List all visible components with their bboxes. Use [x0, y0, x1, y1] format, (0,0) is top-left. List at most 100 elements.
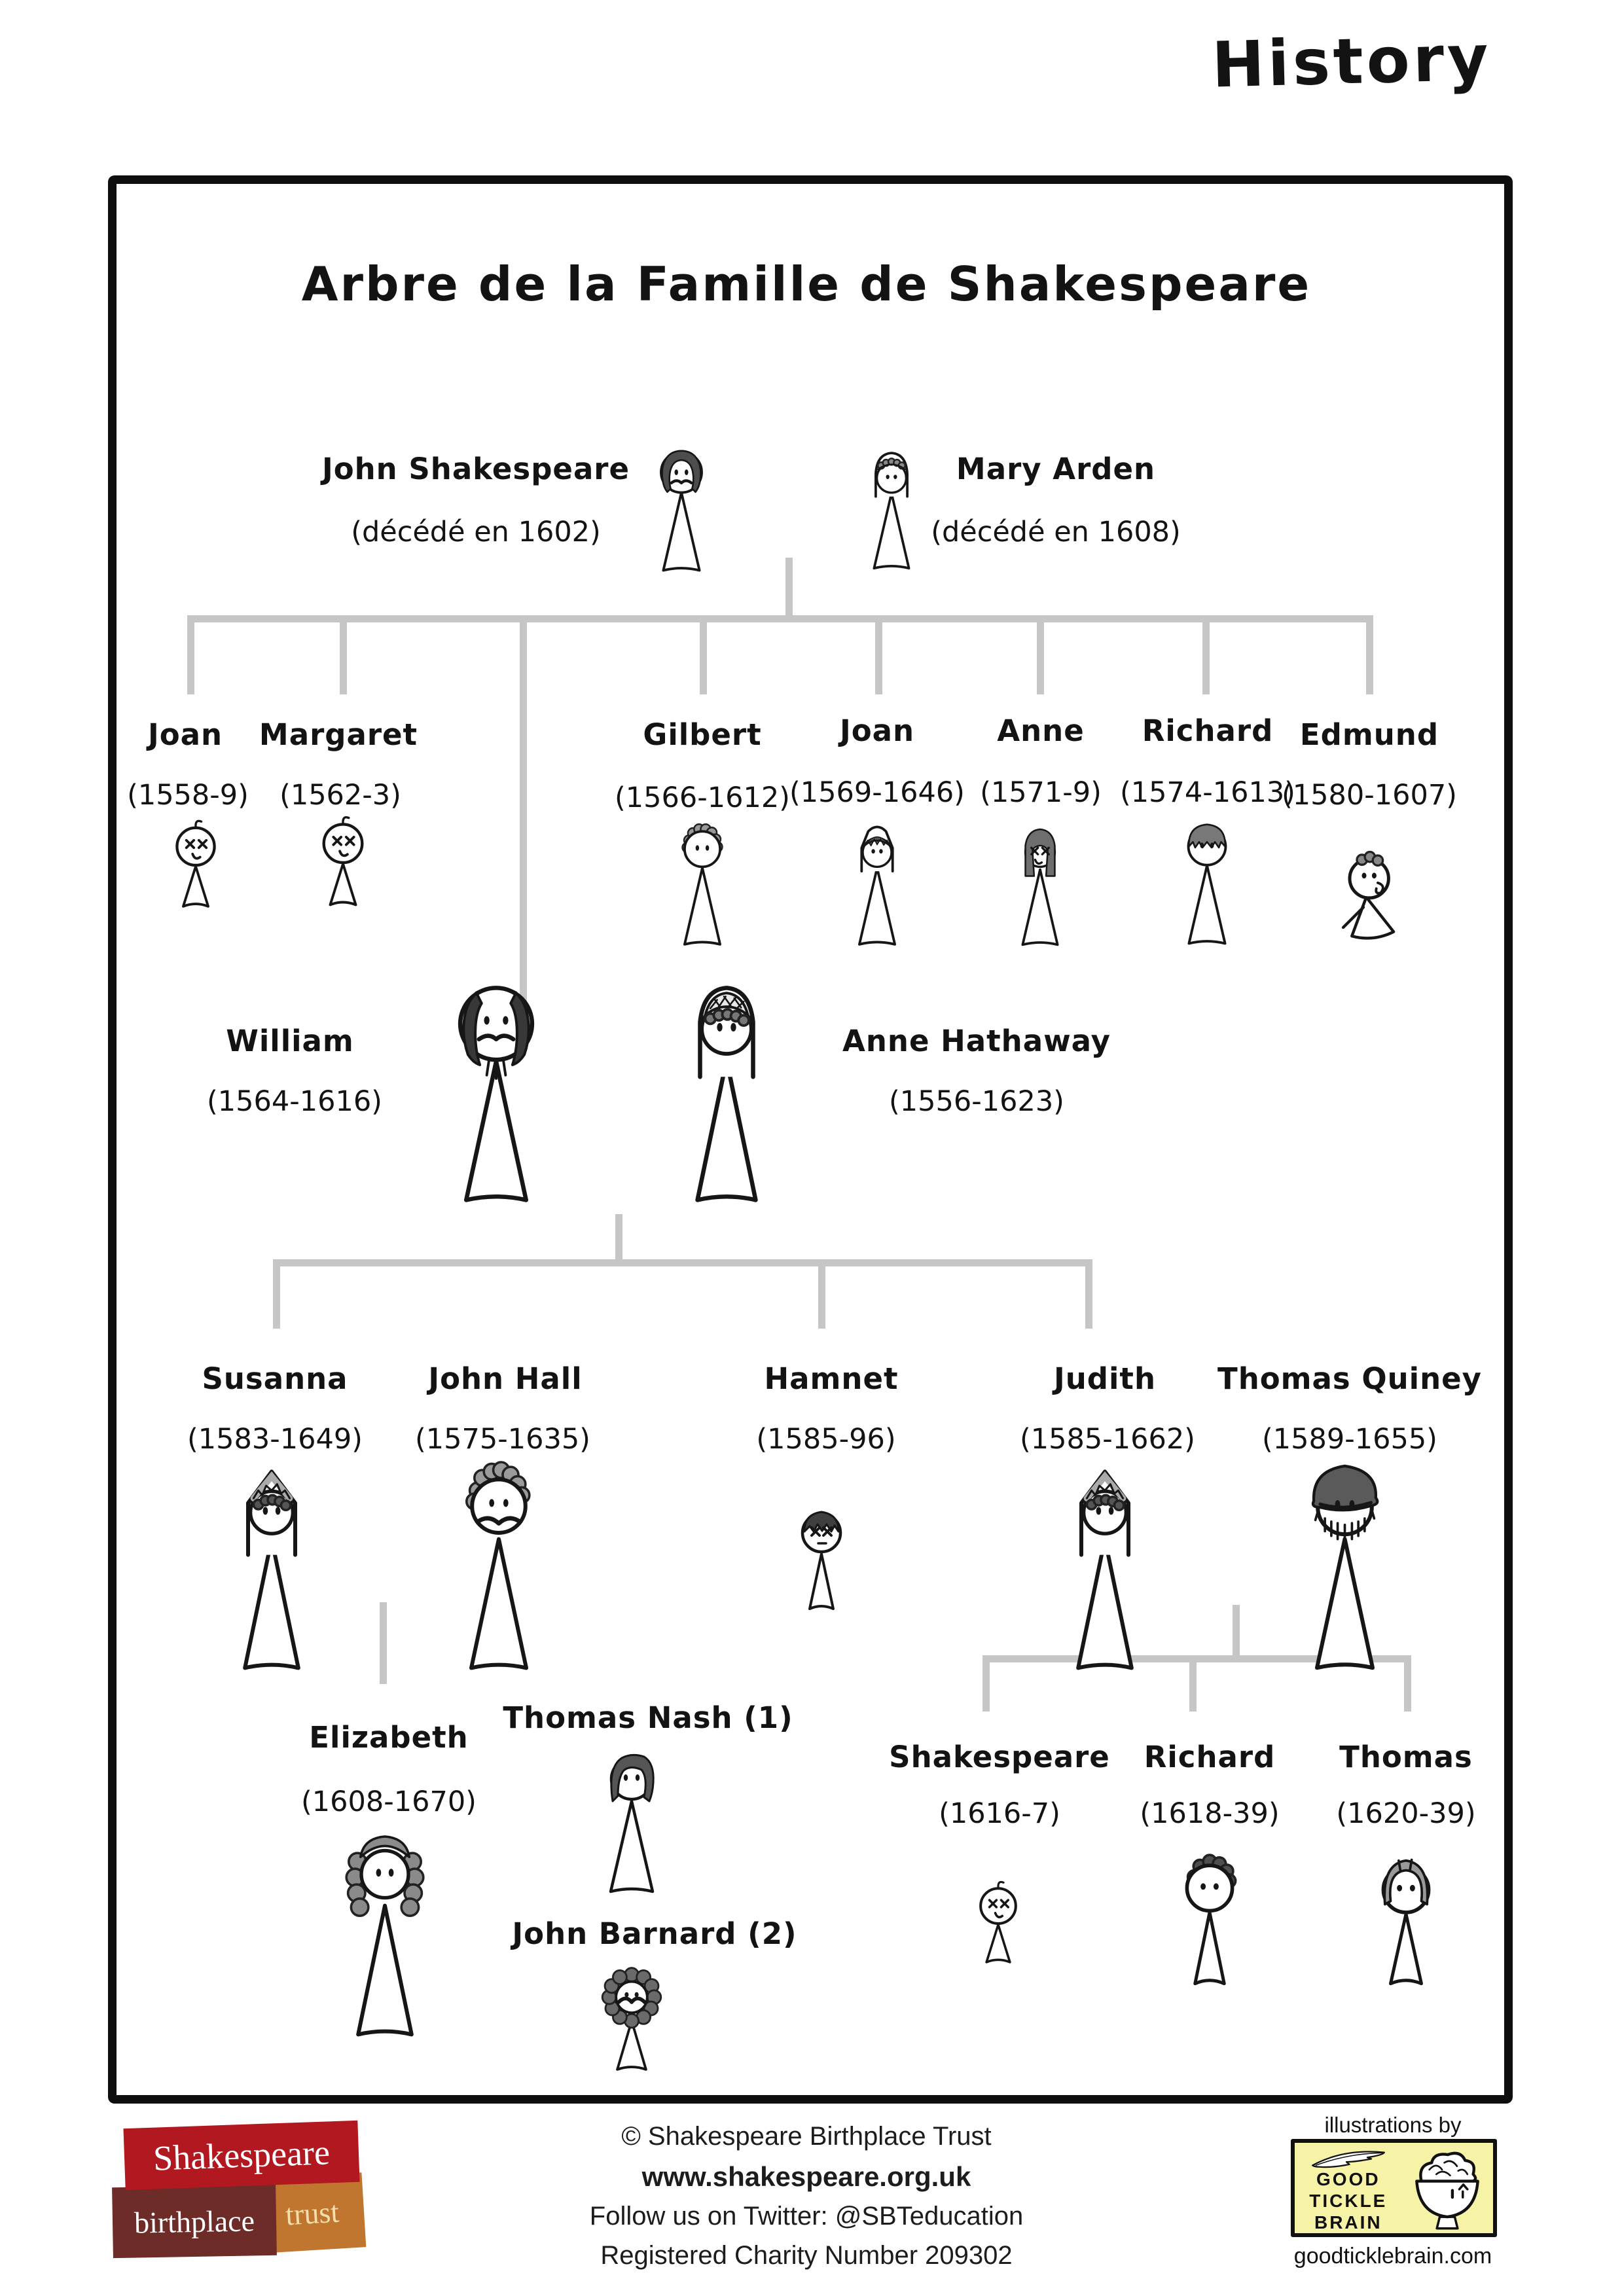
stick-figure-shakespeare-jr	[965, 1873, 1031, 1973]
person-name-richard-sr: Richard	[1142, 713, 1274, 748]
person-dates-richard-sr: (1574-1613)	[1120, 776, 1295, 809]
connector-drop-anne	[1037, 622, 1044, 694]
person-name-judith: Judith	[1054, 1361, 1156, 1396]
gtb-url-link[interactable]: goodticklebrain.com	[1293, 2244, 1492, 2269]
person-dates-margaret: (1562-3)	[279, 779, 401, 812]
connector-drop-shakespeare-jr	[982, 1662, 990, 1712]
person-dates-william: (1564-1616)	[207, 1085, 382, 1118]
ringlets-woman-figure	[345, 1835, 425, 2037]
dead-boy-figure	[801, 1511, 842, 1610]
person-name-anne-hathaway: Anne Hathaway	[842, 1024, 1111, 1058]
person-name-thomas-nash: Thomas Nash (1)	[503, 1700, 793, 1735]
connector-drop-joan2	[875, 622, 882, 694]
person-name-hamnet: Hamnet	[764, 1361, 899, 1396]
sbt-logo-birthplace-block: birthplace	[112, 2184, 277, 2259]
person-dates-john-shakespeare: (décédé en 1602)	[351, 516, 601, 548]
person-dates-gilbert: (1566-1612)	[615, 781, 790, 814]
stick-figure-susanna	[213, 1454, 331, 1682]
connector-drop-richard-jr	[1189, 1662, 1197, 1712]
big-beard-man-figure	[601, 1967, 662, 2071]
hooded-wreath-woman-figure	[243, 1469, 300, 1670]
dead-girl-figure	[1021, 828, 1059, 946]
sbt-logo-trust-label: trust	[284, 2195, 340, 2231]
woman-hood-figure	[873, 452, 910, 570]
person-dates-susanna: (1583-1649)	[187, 1423, 363, 1456]
sbt-logo-shakespeare-block: Shakespeare	[123, 2120, 360, 2191]
person-name-thomas-jr: Thomas	[1339, 1740, 1473, 1774]
person-name-joan-1: Joan	[147, 717, 223, 752]
connector-drop-judith	[1085, 1266, 1092, 1329]
gtb-caption: illustrations by	[1324, 2113, 1462, 2137]
stick-figure-joan-2	[841, 817, 913, 956]
toddler-figure	[1341, 850, 1396, 940]
connector-william-anne-stem	[615, 1214, 622, 1266]
stick-figure-elizabeth	[326, 1821, 444, 2049]
gtb-logo-right	[1402, 2143, 1493, 2233]
stick-figure-john-hall	[440, 1454, 558, 1682]
person-dates-richard-jr: (1618-39)	[1140, 1797, 1280, 1830]
quill-feather-icon	[1311, 2151, 1385, 2168]
stick-figure-thomas-jr	[1361, 1844, 1451, 1998]
person-name-mary-arden: Mary Arden	[956, 452, 1156, 486]
person-dates-thomas-jr: (1620-39)	[1336, 1797, 1476, 1830]
gtb-word-brain: BRAIN	[1314, 2212, 1382, 2233]
connector-drop-william	[520, 622, 527, 1023]
curly-hair-man-figure	[681, 823, 723, 946]
connector-drop-gilbert	[700, 622, 707, 694]
footer-copyright: © Shakespeare Birthplace Trust	[621, 2122, 992, 2151]
wavy-hair-man-figure	[609, 1753, 655, 1893]
sbt-logo-birthplace-label: birthplace	[134, 2203, 255, 2240]
stick-figure-john-barnard	[591, 1964, 672, 2094]
hooded-wreath-woman-figure	[1076, 1469, 1134, 1670]
stick-figure-edmund	[1324, 841, 1412, 949]
person-name-margaret: Margaret	[259, 717, 418, 752]
person-name-thomas-quiney: Thomas Quiney	[1217, 1361, 1482, 1396]
person-dates-hamnet: (1585-96)	[756, 1423, 896, 1456]
man-long-hair-mustache-figure	[660, 450, 703, 572]
stick-figure-anne-hathaway	[662, 967, 791, 1215]
stick-figure-gilbert	[666, 817, 738, 956]
footer-website-link[interactable]: www.shakespeare.org.uk	[641, 2161, 971, 2192]
cap-beard-man-figure	[1311, 1464, 1379, 1670]
sbt-logo-shakespeare-label: Shakespeare	[153, 2132, 331, 2178]
gtb-logo-box: GOOD TICKLE BRAIN	[1291, 2139, 1497, 2237]
person-name-anne: Anne	[997, 713, 1085, 748]
person-name-elizabeth: Elizabeth	[309, 1720, 469, 1755]
person-name-gilbert: Gilbert	[643, 717, 762, 752]
gtb-word-good: GOOD	[1316, 2169, 1380, 2189]
bride-hood-figure	[695, 986, 758, 1202]
stick-figure-anne	[1003, 819, 1077, 956]
person-name-william: William	[226, 1024, 354, 1058]
stick-figure-judith	[1046, 1454, 1164, 1682]
connector-drop-hamnet	[818, 1266, 825, 1329]
brain-in-bowl-icon	[1415, 2151, 1480, 2230]
dead-baby-figure	[979, 1880, 1017, 1964]
poster-title: Arbre de la Famille de Shakespeare	[301, 257, 1312, 312]
stick-figure-margaret	[308, 808, 378, 916]
stick-figure-john-shakespeare	[645, 440, 718, 583]
person-dates-elizabeth: (1608-1670)	[301, 1785, 477, 1818]
connector-gen2-bar	[187, 615, 1373, 622]
person-dates-anne: (1571-9)	[980, 776, 1102, 809]
connector-gen3-bar	[273, 1259, 1092, 1266]
gtb-logo-left: GOOD TICKLE BRAIN	[1295, 2143, 1402, 2233]
connector-gen4-bar	[982, 1655, 1411, 1662]
curly-hair-boy-figure	[1185, 1854, 1237, 1986]
person-name-shakespeare-jr: Shakespeare	[889, 1740, 1110, 1774]
stick-figure-joan-1	[161, 812, 230, 918]
person-dates-joan-2: (1569-1646)	[789, 776, 965, 809]
stick-figure-william	[432, 967, 560, 1215]
mop-hair-kid-figure	[1381, 1858, 1431, 1986]
person-dates-joan-1: (1558-9)	[127, 779, 249, 812]
stick-figure-hamnet	[785, 1498, 857, 1622]
gtb-word-tickle: TICKLE	[1309, 2191, 1388, 2211]
connector-drop-susanna	[273, 1266, 280, 1329]
connector-susanna-hall-line	[380, 1602, 387, 1684]
dead-baby-figure	[175, 819, 216, 908]
dead-baby-figure	[322, 816, 364, 906]
person-name-john-barnard: John Barnard (2)	[512, 1916, 797, 1951]
connector-drop-edmund	[1366, 622, 1373, 694]
person-dates-john-hall: (1575-1635)	[415, 1423, 590, 1456]
stick-figure-richard-jr	[1165, 1844, 1254, 1998]
